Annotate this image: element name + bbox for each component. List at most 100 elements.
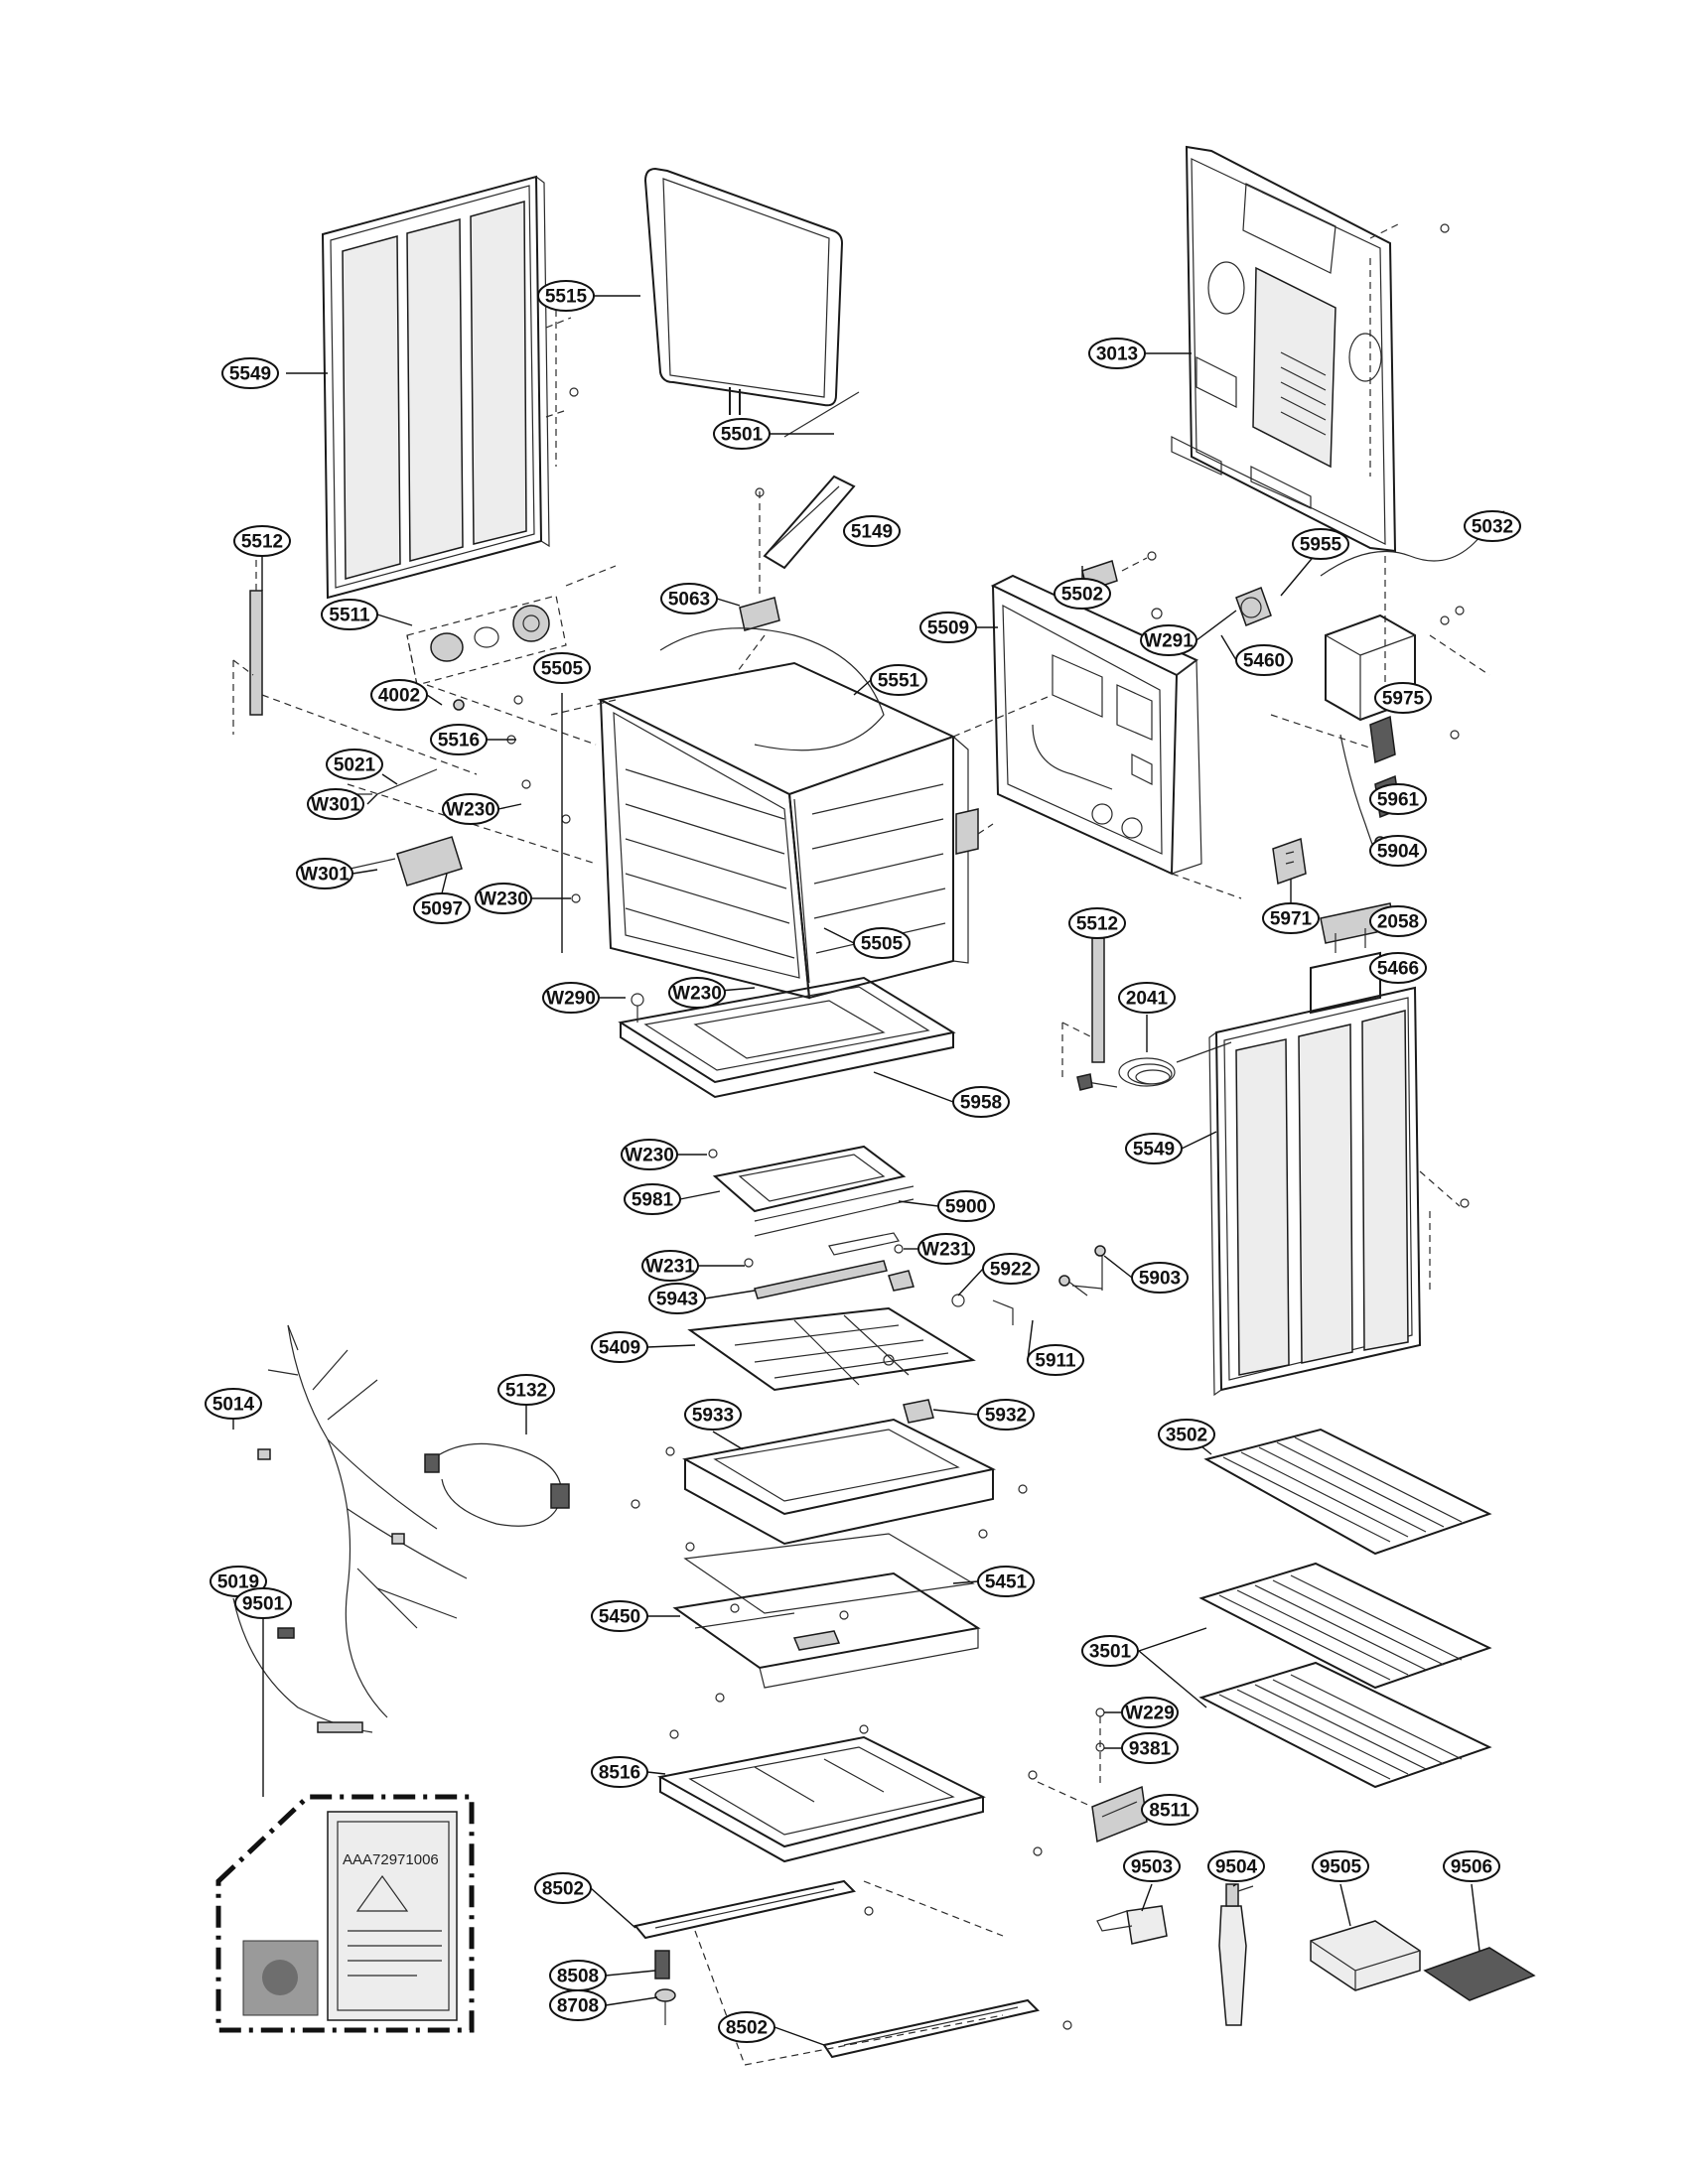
callout-8511: 8511 (1141, 1794, 1198, 1826)
leader-lines (232, 295, 1495, 2046)
callout-W231a: W231 (641, 1250, 699, 1282)
callout-5132: 5132 (497, 1374, 555, 1406)
callout-oval (1262, 902, 1320, 934)
wire-harness (232, 1324, 468, 1733)
callout-number: W229 (1125, 1704, 1175, 1724)
callout-oval (442, 793, 499, 825)
callout-number: 9506 (1451, 1857, 1492, 1878)
oven-cavity (550, 627, 1054, 1000)
callout-9503: 9503 (1123, 1850, 1181, 1882)
callout-number: 8516 (599, 1763, 640, 1784)
callout-W230a: W230 (442, 793, 499, 825)
accessories (1096, 1883, 1536, 2026)
callout-number: 5512 (241, 532, 283, 553)
callout-number: 5515 (545, 287, 588, 308)
callout-oval (1141, 1794, 1198, 1826)
callout-oval (296, 858, 353, 889)
callout-oval (1054, 578, 1111, 610)
callout-5911: 5911 (1027, 1344, 1084, 1376)
callout-5961: 5961 (1369, 783, 1427, 815)
sticker-code: AAA72971006 (343, 1851, 439, 1868)
callout-number: 5460 (1243, 651, 1285, 672)
callout-number: 9503 (1131, 1857, 1173, 1878)
left-fasteners (327, 684, 597, 903)
callout-oval (549, 1989, 607, 2021)
callout-number: 5450 (599, 1607, 640, 1628)
callout-5505b: 5505 (853, 927, 911, 959)
callout-number: 5409 (599, 1338, 640, 1359)
callout-W301b: W301 (296, 858, 353, 889)
callout-number: 5021 (334, 755, 376, 776)
callout-5903: 5903 (1131, 1262, 1189, 1294)
igniter-parts (744, 1244, 1106, 1325)
callout-8708: 8708 (549, 1989, 607, 2021)
burner-box-frame (631, 1399, 1028, 1552)
callout-oval (233, 525, 291, 557)
callout-oval (307, 788, 364, 820)
callout-5933: 5933 (684, 1399, 742, 1431)
door-gasket (643, 167, 844, 415)
callout-3501: 3501 (1081, 1635, 1139, 1667)
callout-labels: 5549551530135501514955125511506355095502… (205, 280, 1521, 2043)
anti-tip-bracket (1028, 1707, 1148, 1856)
callout-5975: 5975 (1374, 682, 1432, 714)
sensor-parts (1272, 715, 1460, 886)
callout-5451: 5451 (977, 1566, 1035, 1597)
callout-number: W231 (645, 1257, 695, 1278)
callout-number: W230 (479, 889, 528, 910)
callout-oval (591, 1331, 648, 1363)
callout-number: 5032 (1472, 517, 1513, 538)
callout-oval (621, 1139, 678, 1170)
callout-5032: 5032 (1464, 510, 1521, 542)
callout-5511: 5511 (321, 599, 378, 630)
side-bracket-middle (1061, 937, 1105, 1077)
callout-4002: 4002 (370, 679, 428, 711)
callout-number: 5975 (1382, 689, 1425, 710)
callout-5502: 5502 (1054, 578, 1111, 610)
callout-number: 8502 (726, 2018, 768, 2039)
callout-number: 5466 (1377, 959, 1419, 980)
callout-3502: 3502 (1158, 1419, 1215, 1450)
callout-number: 3013 (1096, 344, 1138, 365)
callout-oval (591, 1756, 648, 1788)
callout-number: 5904 (1377, 842, 1420, 863)
callout-oval (430, 724, 488, 755)
callout-5021: 5021 (326, 749, 383, 780)
callout-oval (624, 1183, 681, 1215)
rear-panel (1171, 145, 1450, 695)
callout-oval (870, 664, 927, 696)
callout-number: 5961 (1377, 790, 1420, 811)
callout-oval (534, 1872, 592, 1904)
insulation-panels (672, 1533, 981, 1703)
callout-number: W230 (672, 984, 722, 1005)
callout-oval (853, 927, 911, 959)
callout-number: W291 (1144, 631, 1194, 652)
callout-number: 5958 (960, 1093, 1002, 1114)
oven-racks (1198, 1428, 1492, 1789)
callout-number: 5505 (861, 934, 904, 955)
power-cord (1076, 1041, 1232, 1091)
callout-number: 9504 (1215, 1857, 1258, 1878)
callout-oval (1369, 783, 1427, 815)
callout-5450: 5450 (591, 1600, 648, 1632)
callout-W230c: W230 (668, 977, 726, 1009)
callout-5922: 5922 (982, 1253, 1040, 1285)
callout-oval (977, 1566, 1035, 1597)
callout-oval (533, 652, 591, 684)
callout-oval (660, 583, 718, 614)
callout-5512b: 5512 (1068, 907, 1126, 939)
bake-heater-assembly (708, 1145, 914, 1256)
callout-oval (1369, 835, 1427, 867)
callout-5512a: 5512 (233, 525, 291, 557)
callout-number: 5955 (1300, 535, 1342, 556)
callout-8516: 8516 (591, 1756, 648, 1788)
callout-oval (326, 749, 383, 780)
callout-number: W290 (546, 989, 596, 1010)
callout-oval (537, 280, 595, 312)
callout-3013: 3013 (1088, 338, 1146, 369)
callout-oval (668, 977, 726, 1009)
callout-oval (684, 1399, 742, 1431)
callout-8502a: 8502 (534, 1872, 592, 1904)
callout-number: 5551 (878, 671, 920, 692)
